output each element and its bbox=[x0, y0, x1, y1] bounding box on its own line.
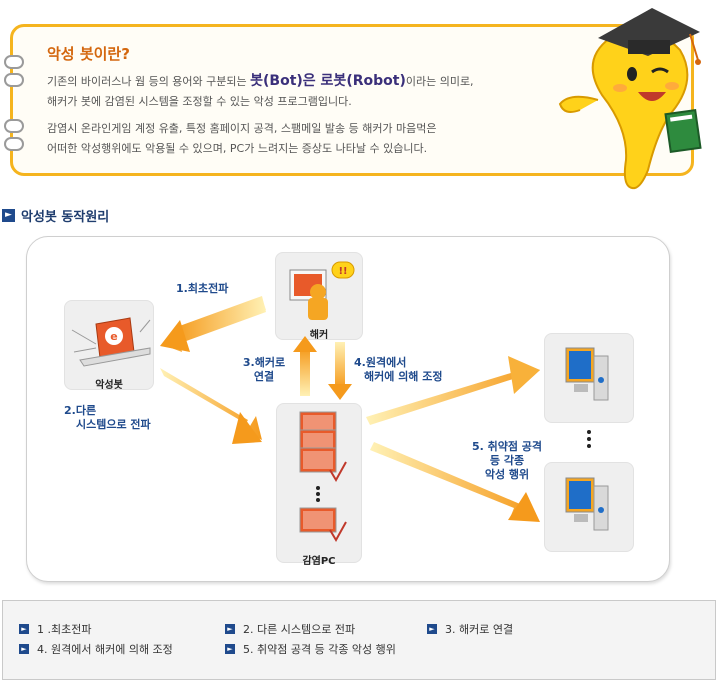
mascot-illustration bbox=[558, 8, 702, 190]
legend-text: 5. 취약점 공격 등 각종 악성 행위 bbox=[243, 643, 396, 656]
intro-text: 해커가 봇에 감염된 시스템을 조정할 수 있는 악성 프로그램입니다. bbox=[47, 95, 352, 108]
step-4-label: 4.원격에서 해커에 의해 조정 bbox=[350, 356, 443, 384]
arrow-square-icon: ► bbox=[19, 624, 29, 634]
intro-title: 악성 봇이란? bbox=[47, 45, 130, 63]
arrow-step-2 bbox=[160, 368, 262, 444]
arrow-square-icon: ► bbox=[2, 209, 15, 222]
bot-icon: e bbox=[71, 317, 151, 367]
arrow-square-icon: ► bbox=[19, 644, 29, 654]
arrow-step-5-upper bbox=[366, 356, 540, 425]
legend-text: 1 .최초전파 bbox=[37, 623, 92, 636]
step-1-label: 1.최초전파 bbox=[176, 282, 229, 295]
legend-item: ► 2. 다른 시스템으로 전파 bbox=[225, 621, 355, 637]
victim-pc-icon bbox=[565, 477, 609, 531]
step-2-label: 2.다른 시스템으로 전파 bbox=[64, 404, 151, 432]
intro-text: 기존의 바이러스나 웜 등의 용어와 구분되는 bbox=[47, 75, 251, 88]
step-text: 연결 bbox=[253, 370, 275, 383]
intro-text: 이라는 의미로, bbox=[405, 75, 474, 88]
legend-item: ► 1 .최초전파 bbox=[19, 621, 91, 637]
arrow-square-icon: ► bbox=[225, 644, 235, 654]
intro-text: 감염시 온라인게임 계정 유출, 특정 홈페이지 공격, 스팸메일 발송 등 해… bbox=[47, 122, 437, 135]
hacker-badge-text: !! bbox=[338, 266, 347, 277]
binder-ring bbox=[4, 55, 24, 69]
intro-paragraph-1: 기존의 바이러스나 웜 등의 용어와 구분되는 봇(Bot)은 로봇(Robot… bbox=[47, 71, 567, 112]
infected-pc-label: 감염PC bbox=[302, 556, 336, 567]
intro-text: 어떠한 악성행위에도 악용될 수 있으며, PC가 느려지는 증상도 나타날 수… bbox=[47, 142, 428, 155]
arrow-step-1 bbox=[160, 296, 266, 352]
legend-item: ► 5. 취약점 공격 등 각종 악성 행위 bbox=[225, 641, 396, 657]
step-text: 5. 취약점 공격 bbox=[471, 440, 543, 453]
arrow-square-icon: ► bbox=[225, 624, 235, 634]
legend-text: 2. 다른 시스템으로 전파 bbox=[243, 623, 356, 636]
step-3-label: 3.해커로 연결 bbox=[232, 356, 296, 384]
arrow-step-5-lower bbox=[370, 442, 540, 522]
section-heading: ► 악성봇 동작원리 bbox=[2, 206, 109, 225]
victim-pc-icon bbox=[565, 347, 609, 401]
legend-text: 3. 해커로 연결 bbox=[445, 623, 514, 636]
step-5-label: 5. 취약점 공격 등 각종 악성 행위 bbox=[458, 440, 556, 482]
intro-emphasis: 봇(Bot)은 로봇(Robot) bbox=[250, 73, 406, 89]
ellipsis-dots bbox=[587, 430, 591, 448]
arrow-square-icon: ► bbox=[427, 624, 437, 634]
hacker-icon: !! bbox=[289, 261, 355, 320]
legend-text: 4. 원격에서 해커에 의해 조정 bbox=[37, 643, 173, 656]
step-text: 등 각종 bbox=[489, 454, 525, 467]
arrow-step-4 bbox=[328, 342, 352, 400]
legend-item: ► 4. 원격에서 해커에 의해 조정 bbox=[19, 641, 173, 657]
step-text: 3.해커로 bbox=[242, 356, 286, 369]
legend-item: ► 3. 해커로 연결 bbox=[427, 621, 513, 637]
binder-ring bbox=[4, 137, 24, 151]
step-text: 2.다른 bbox=[64, 404, 97, 417]
bot-label: 악성봇 bbox=[95, 380, 123, 391]
step-text: 악성 행위 bbox=[484, 468, 530, 481]
intro-paragraph-2: 감염시 온라인게임 계정 유출, 특정 홈페이지 공격, 스팸메일 발송 등 해… bbox=[47, 119, 567, 159]
step-text: 해커에 의해 조정 bbox=[364, 370, 443, 383]
section-title: 악성봇 동작원리 bbox=[21, 210, 110, 225]
step-text: 시스템으로 전파 bbox=[76, 418, 151, 431]
legend-box: ► 1 .최초전파 ► 2. 다른 시스템으로 전파 ► 3. 해커로 연결 ►… bbox=[2, 600, 716, 680]
arrow-step-3 bbox=[293, 336, 317, 396]
binder-ring bbox=[4, 119, 24, 133]
svg-text:e: e bbox=[110, 330, 117, 343]
infected-pc-icon bbox=[299, 411, 347, 542]
binder-ring bbox=[4, 73, 24, 87]
step-text: 4.원격에서 bbox=[354, 356, 407, 369]
hacker-label: 해커 bbox=[309, 330, 329, 341]
